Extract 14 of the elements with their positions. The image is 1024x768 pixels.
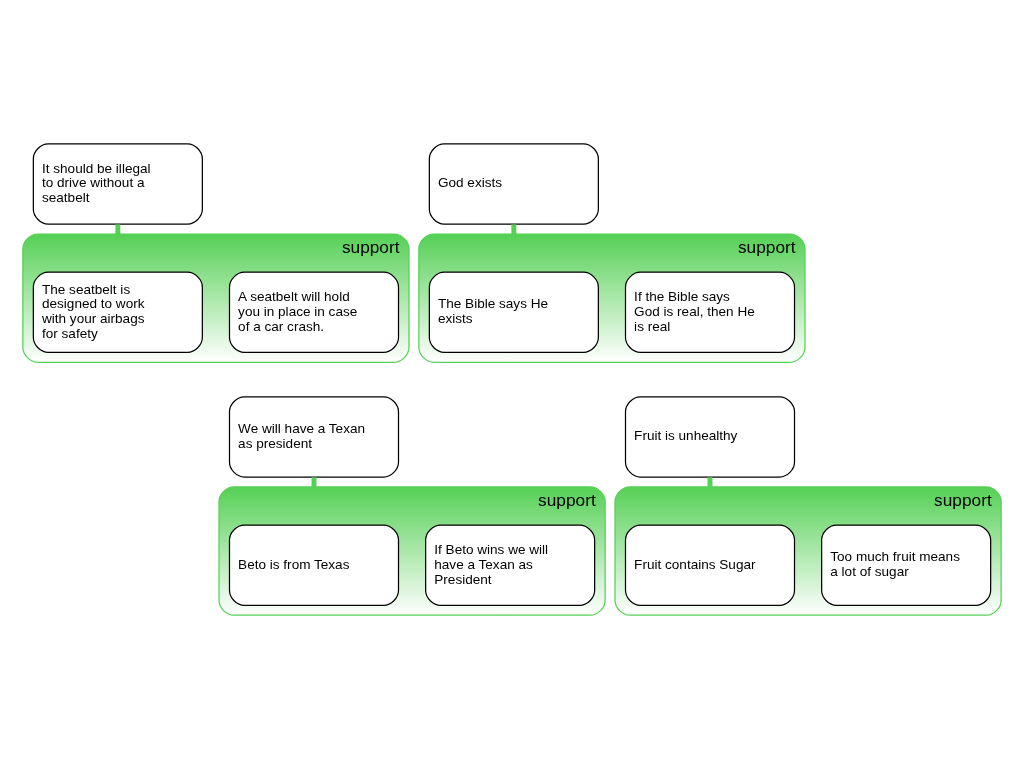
node-box: If the Bible says God is real, then He is real (624, 271, 796, 353)
node-box: Fruit is unhealthy (624, 395, 796, 478)
node-box: A seatbelt will hold you in place in case of a car crash. (228, 271, 400, 353)
connector (115, 223, 121, 234)
node-box: God exists (428, 142, 599, 225)
node-box: Fruit contains Sugar (624, 524, 796, 606)
node-box: The seatbelt is designed to work with your airbags for safety (32, 271, 203, 353)
node-box: It should be illegal to drive without a seatbelt (32, 142, 203, 225)
node-box: Too much fruit means a lot of sugar (821, 524, 992, 606)
connector (511, 223, 517, 234)
node-box: Beto is from Texas (228, 524, 400, 606)
node-box: The Bible says He exists (428, 271, 599, 353)
node-box: If Beto wins we will have a Texan as President (425, 524, 596, 606)
node-box: We will have a Texan as president (228, 395, 400, 478)
